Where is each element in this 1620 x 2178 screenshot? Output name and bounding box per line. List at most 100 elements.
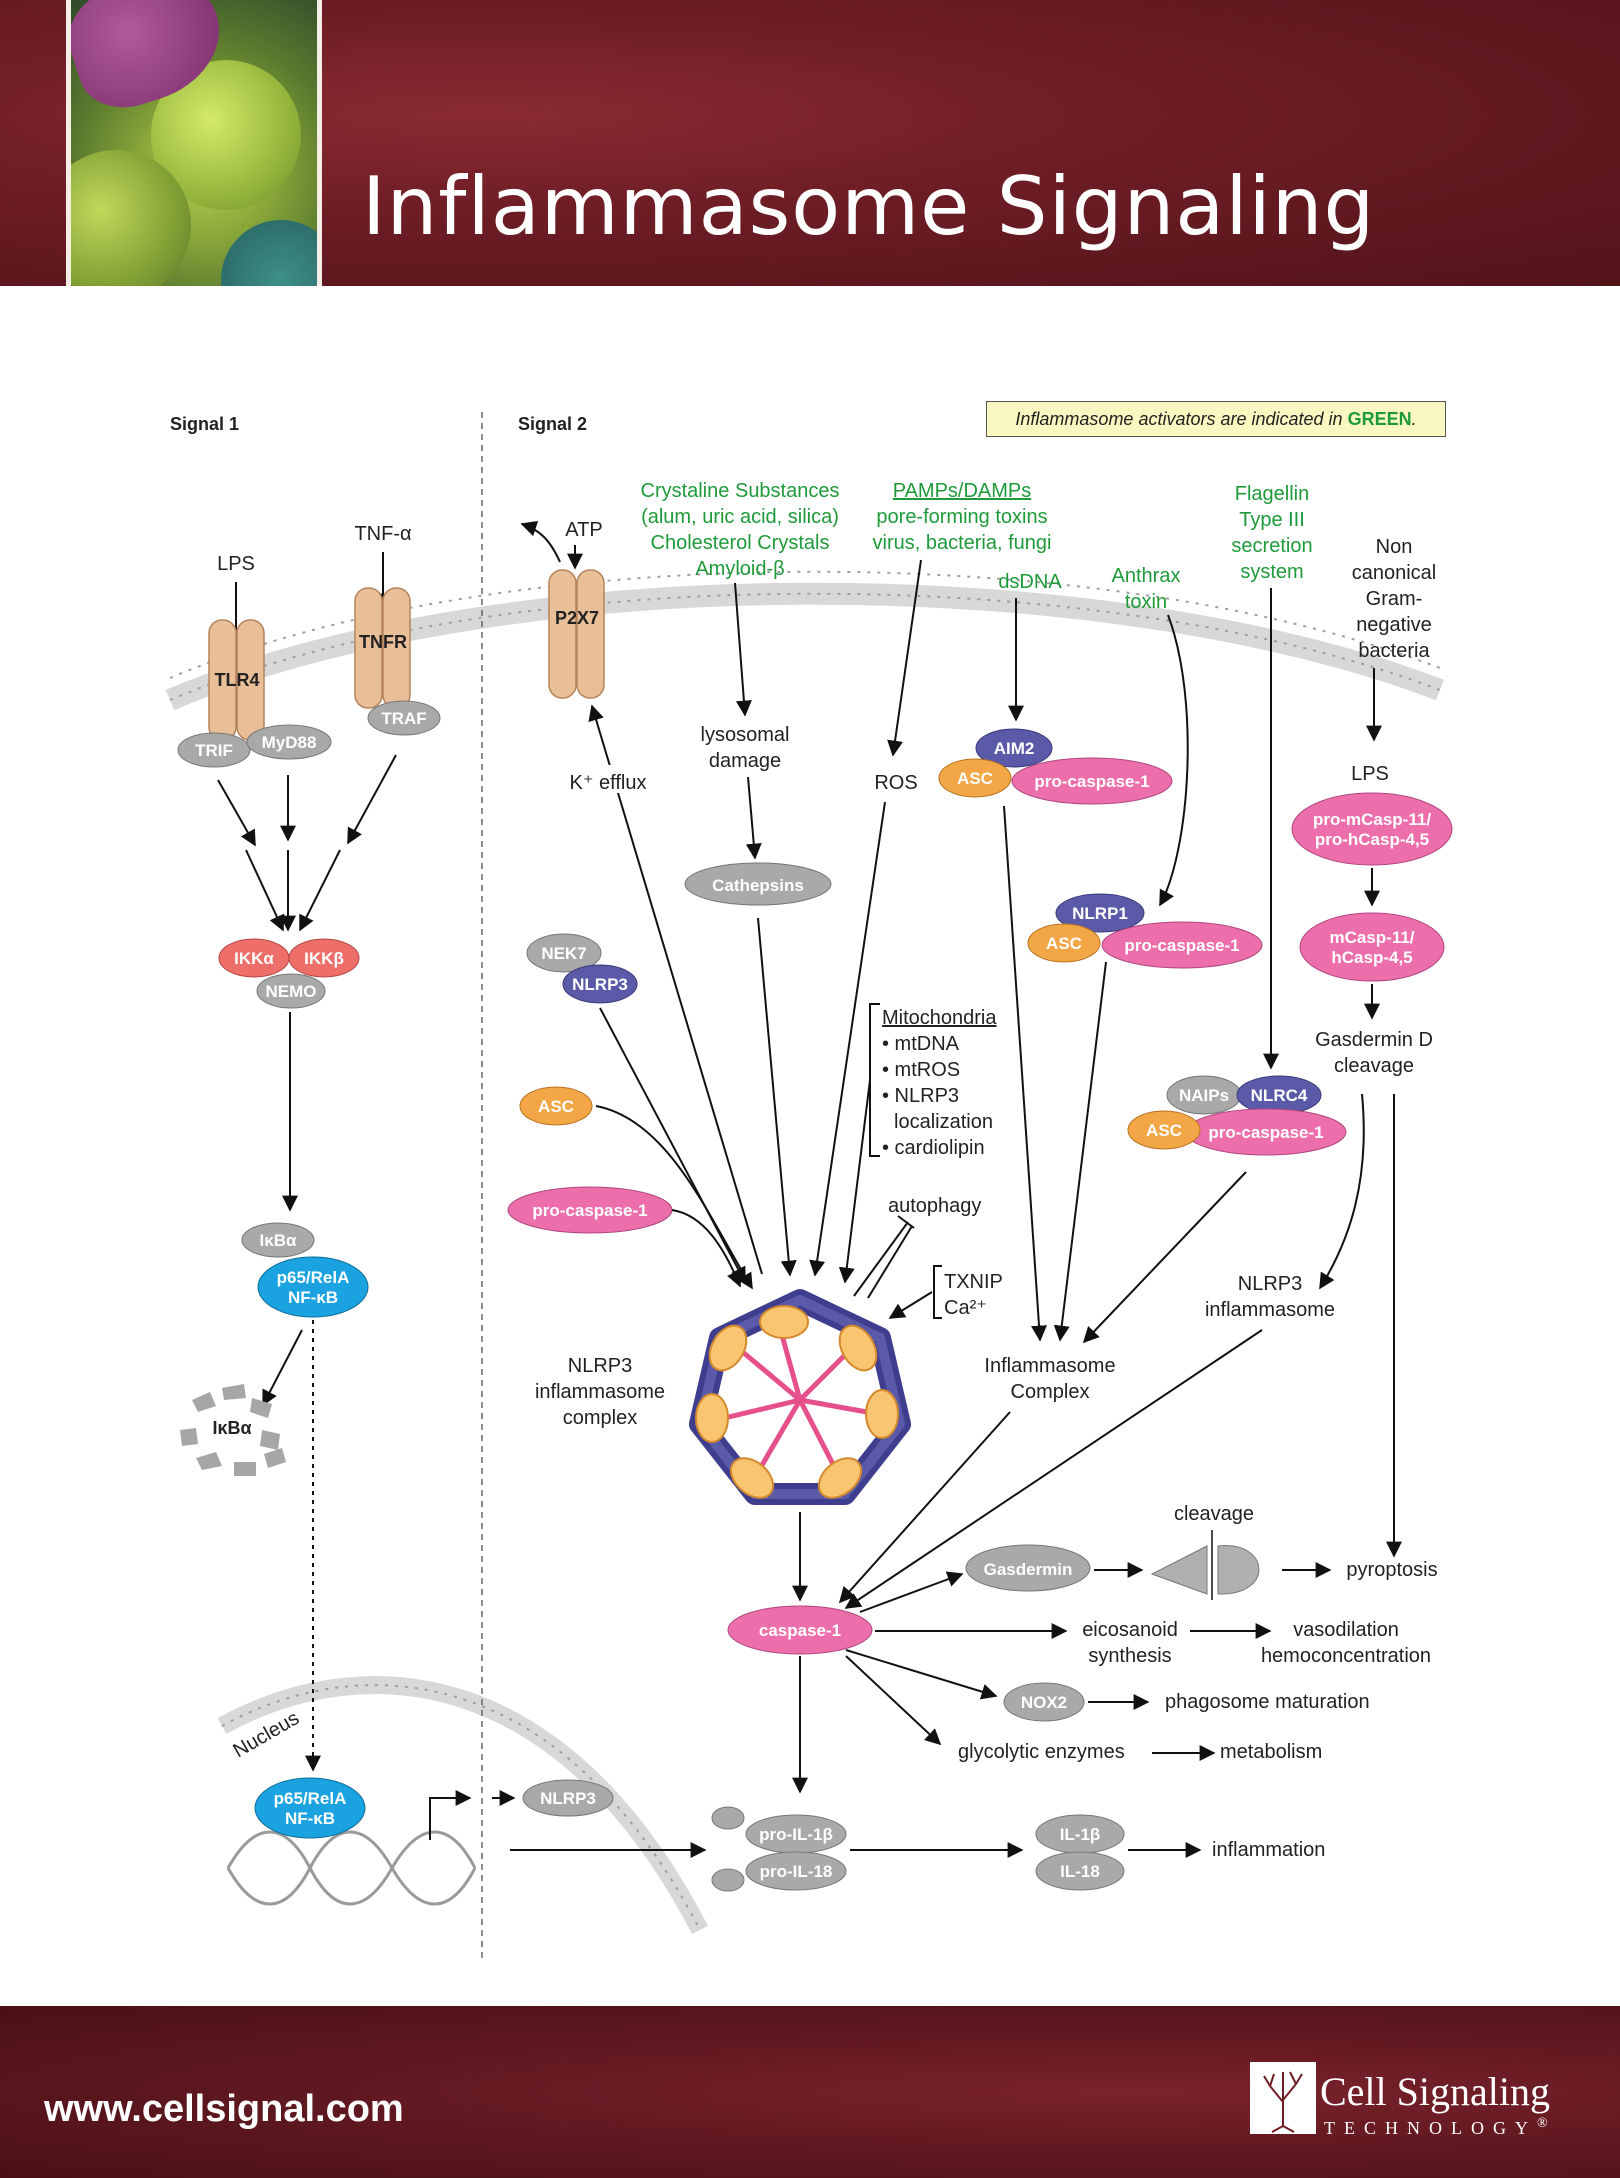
il-18-label: IL-18 xyxy=(1060,1862,1100,1881)
gasdermin-d-label: Gasdermin D xyxy=(1315,1029,1433,1051)
nlrp3-inflammasome-complex xyxy=(689,1289,911,1505)
inflammasome-complex-label-2: Complex xyxy=(1011,1381,1090,1403)
lps-label: LPS xyxy=(217,553,255,575)
toxin-label: toxin xyxy=(1125,591,1167,613)
inflammasome-complex-label-1: Inflammasome xyxy=(984,1355,1115,1377)
asc-aim2-node xyxy=(938,758,1012,798)
pro-il-18-node xyxy=(745,1851,847,1891)
footer-banner: www.cellsignal.com Cell Signaling TECHNO… xyxy=(0,2006,1620,2178)
pro-il-1b-small xyxy=(711,1806,745,1830)
calcium-label: Ca²⁺ xyxy=(944,1297,987,1319)
asc-nlrc4-label: ASC xyxy=(1146,1121,1182,1140)
nlrp3-complex-label-3: complex xyxy=(563,1407,637,1429)
mtros-label: • mtROS xyxy=(882,1059,960,1081)
il-1b-label: IL-1β xyxy=(1060,1825,1101,1844)
p2x7-receptor xyxy=(548,569,605,699)
nox2-node xyxy=(1003,1682,1085,1722)
asc-label: ASC xyxy=(538,1097,574,1116)
nlrp3-inflammasome-label-1: NLRP3 xyxy=(1238,1273,1302,1295)
mitochondria-title: Mitochondria xyxy=(882,1007,997,1029)
lps-noncanonical-label: LPS xyxy=(1351,763,1389,785)
p65-nfkb-node xyxy=(257,1256,369,1318)
secretion-label: secretion xyxy=(1231,535,1312,557)
trif-node xyxy=(177,732,251,768)
cholesterol-label: Cholesterol Crystals xyxy=(651,532,830,554)
gasdermin-node xyxy=(965,1544,1091,1592)
nox2-label: NOX2 xyxy=(1021,1693,1067,1712)
crystaline-label-2: (alum, uric acid, silica) xyxy=(641,506,839,528)
noncanonical-label-1: Non xyxy=(1376,536,1413,558)
cst-tree-logo-icon xyxy=(1250,2062,1316,2134)
nek7-label: NEK7 xyxy=(541,944,586,963)
cathepsins-node xyxy=(684,862,832,906)
pro-caspase-1-nlrp1-node xyxy=(1101,921,1263,969)
hemoconcentration-label: hemoconcentration xyxy=(1261,1645,1431,1667)
flagellin-label: Flagellin xyxy=(1235,483,1309,505)
system-label: system xyxy=(1240,561,1303,583)
tnf-alpha-label: TNF-α xyxy=(354,523,411,545)
ikk-beta-node xyxy=(288,938,360,978)
traf-node xyxy=(367,700,441,736)
asc-node xyxy=(519,1086,593,1126)
metabolism-label: metabolism xyxy=(1220,1741,1322,1763)
dna-helix xyxy=(226,1830,477,1906)
asc-nlrc4-node xyxy=(1127,1110,1201,1150)
ikba-node xyxy=(241,1222,315,1258)
noncanonical-label-5: bacteria xyxy=(1358,640,1430,662)
pro-caspase-1-aim2-label: pro-caspase-1 xyxy=(1034,772,1149,791)
gsdmd-cleavage-label: cleavage xyxy=(1334,1055,1414,1077)
nemo-node xyxy=(256,973,326,1009)
pro-caspase-1-label: pro-caspase-1 xyxy=(532,1201,647,1220)
il-18-node xyxy=(1035,1851,1125,1891)
pro-il-18-label: pro-IL-18 xyxy=(760,1862,833,1881)
brand-name: Cell Signaling xyxy=(1320,2069,1550,2114)
cleavage-label: cleavage xyxy=(1174,1503,1254,1525)
p2x7-label: P2X7 xyxy=(555,608,599,628)
nlrp3-complex-label-2: inflammasome xyxy=(535,1381,665,1403)
noncanonical-label-2: canonical xyxy=(1352,562,1437,584)
nek7-node xyxy=(526,933,602,973)
cathepsins-label: Cathepsins xyxy=(712,876,804,895)
website-link[interactable]: www.cellsignal.com xyxy=(44,2088,404,2130)
signal1-title: Signal 1 xyxy=(170,414,239,434)
dsdna-label: dsDNA xyxy=(998,571,1062,593)
ikba-degraded-label: IκBα xyxy=(212,1418,251,1438)
asc-nlrp1-label: ASC xyxy=(1046,934,1082,953)
pyroptosis-label: pyroptosis xyxy=(1346,1559,1437,1581)
damage-label: damage xyxy=(709,750,781,772)
nlrp3-label: NLRP3 xyxy=(572,975,628,994)
nlrp1-node xyxy=(1055,893,1145,933)
pro-caspase-1-nlrp1-label: pro-caspase-1 xyxy=(1124,936,1239,955)
type-iii-label: Type III xyxy=(1239,509,1305,531)
asc-aim2-label: ASC xyxy=(957,769,993,788)
nlrp3-expressed-node xyxy=(522,1779,614,1817)
pro-il-18-small xyxy=(711,1868,745,1892)
phagosome-label: phagosome maturation xyxy=(1165,1691,1370,1713)
pro-mcasp11-node xyxy=(1291,792,1453,866)
p65-label: p65/RelA xyxy=(277,1268,350,1287)
autophagy-label: autophagy xyxy=(888,1195,981,1217)
tnfr-label: TNFR xyxy=(359,632,407,652)
inflammation-label: inflammation xyxy=(1212,1839,1325,1861)
localization-label: localization xyxy=(894,1111,993,1133)
mtdna-label: • mtDNA xyxy=(882,1033,960,1055)
asc-nlrp1-node xyxy=(1027,923,1101,963)
virus-bacteria-label: virus, bacteria, fungi xyxy=(873,532,1052,554)
ikba-label: IκBα xyxy=(260,1231,297,1250)
noncanonical-label-4: negative xyxy=(1356,614,1432,636)
aim2-node xyxy=(975,728,1053,768)
p65-nfkb-nucleus-node xyxy=(254,1777,366,1839)
txnip-label: TXNIP xyxy=(944,1271,1003,1293)
tlr4-receptor xyxy=(208,619,265,741)
myd88-node xyxy=(246,724,332,760)
nlrp1-label: NLRP1 xyxy=(1072,904,1128,923)
ikba-degraded xyxy=(180,1384,286,1476)
noncanonical-label-3: Gram- xyxy=(1366,588,1423,610)
gasdermin-label: Gasdermin xyxy=(984,1560,1073,1579)
pro-mcasp11-label: pro-mCasp-11/ xyxy=(1313,810,1431,829)
mcasp11-node xyxy=(1299,912,1445,982)
tnfr-receptor xyxy=(354,587,411,709)
pamps-damps-label: PAMPs/DAMPs xyxy=(893,480,1032,502)
legend-note: Inflammasome activators are indicated in… xyxy=(986,401,1446,437)
